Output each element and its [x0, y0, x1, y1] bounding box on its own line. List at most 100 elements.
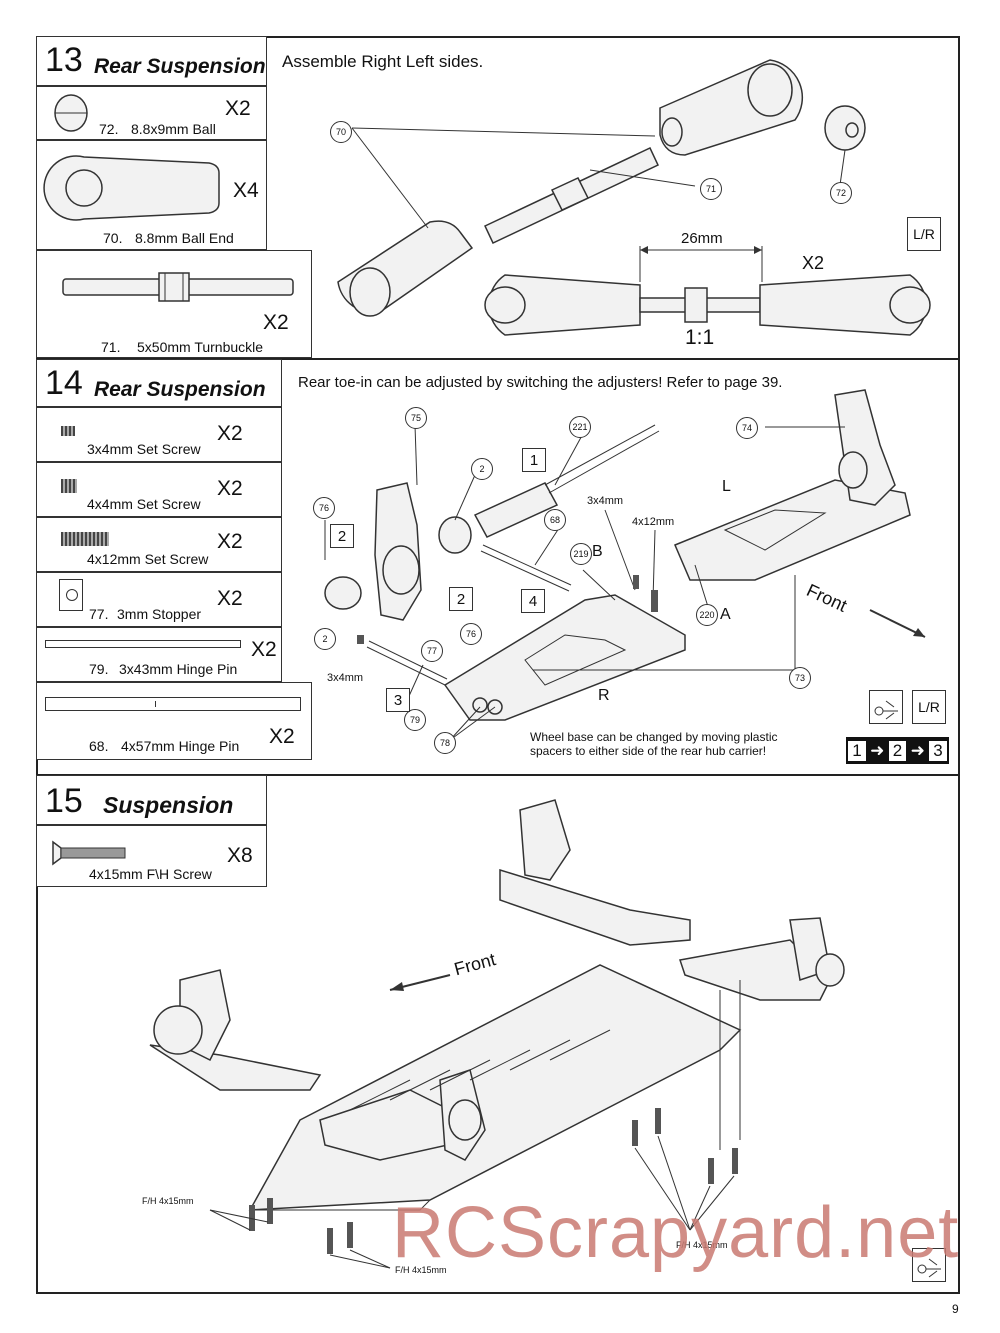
- page-number: 9: [952, 1302, 959, 1316]
- order-arrow-icon-1: ➜: [870, 740, 885, 760]
- part-turnbuckle-box: X2 71. 5x50mm Turnbuckle: [36, 250, 312, 358]
- callout-221: 221: [569, 416, 591, 438]
- divider-13-14: [36, 358, 960, 360]
- part-ballend-id: 70.: [103, 230, 123, 246]
- part-setscrew-3x4-name: 3x4mm Set Screw: [87, 441, 201, 457]
- part-hingepin-3x43-qty: X2: [251, 638, 277, 661]
- callout-72: 72: [830, 182, 852, 204]
- part-fh-screw-qty: X8: [227, 844, 253, 867]
- step15-title: Suspension: [103, 792, 234, 818]
- callout-76a: 76: [313, 497, 335, 519]
- step15-number: 15: [45, 782, 83, 820]
- lr-icon-13-text: L/R: [913, 226, 935, 242]
- part-stopper-qty: X2: [217, 587, 243, 610]
- part-setscrew-4x4-box: X2 4x4mm Set Screw: [36, 462, 282, 517]
- part-setscrew-4x12-qty: X2: [217, 530, 243, 553]
- callout-76b: 76: [460, 623, 482, 645]
- tool-icon-15: [912, 1248, 946, 1282]
- lr-icon-14: L/R: [912, 690, 946, 724]
- order-step-3: 3: [929, 740, 947, 761]
- watermark: RCScrapyard.net: [392, 1193, 960, 1273]
- turnbuckle-icon: [62, 272, 294, 302]
- screw-label-left: F/H 4x15mm: [142, 1196, 194, 1206]
- part-fh-screw-name: 4x15mm F\H Screw: [89, 866, 212, 882]
- wheelbase-note-line2: spacers to either side of the rear hub c…: [530, 744, 767, 758]
- step13-title: Rear Suspension: [94, 55, 266, 78]
- assembly-qty: X2: [802, 253, 825, 273]
- callout-75: 75: [405, 407, 427, 429]
- part-hingepin-4x57-name: 4x57mm Hinge Pin: [121, 738, 240, 754]
- seq-box-2a: 2: [330, 524, 354, 548]
- callout-70: 70: [330, 121, 352, 143]
- hex-driver-icon: [874, 700, 898, 720]
- label-r: R: [598, 687, 610, 704]
- screw-label-bottom: F/H 4x15mm: [395, 1265, 447, 1275]
- setscrew-3x4-icon: [61, 426, 75, 436]
- step14-exploded-drawing: [324, 389, 926, 741]
- seq-box-4: 4: [521, 589, 545, 613]
- part-fh-screw-box: X8 4x15mm F\H Screw: [36, 825, 267, 887]
- label-screw-4x12: 4x12mm: [632, 516, 675, 528]
- label-screw-3x4-top: 3x4mm: [587, 495, 624, 507]
- order-sequence: 1 ➜ 2 ➜ 3: [846, 737, 949, 764]
- part-turnbuckle-name: 5x50mm Turnbuckle: [137, 339, 264, 355]
- part-setscrew-4x4-qty: X2: [217, 477, 243, 500]
- setscrew-4x4-icon: [61, 479, 77, 493]
- part-ballend-qty: X4: [233, 179, 259, 202]
- part-ballend-box: X4 70. 8.8mm Ball End: [36, 140, 267, 250]
- seq-box-2b: 2: [449, 587, 473, 611]
- lr-icon-13: L/R: [907, 217, 941, 251]
- label-screw-3x4-left: 3x4mm: [327, 672, 364, 684]
- ball-end-icon: [43, 155, 220, 221]
- wheelbase-note-line1: Wheel base can be changed by moving plas…: [530, 730, 778, 744]
- seq-box-3: 3: [386, 688, 410, 712]
- part-ballend-name: 8.8mm Ball End: [135, 230, 234, 246]
- setscrew-4x12-icon: [61, 532, 109, 546]
- part-hingepin-4x57-id: 68.: [89, 738, 109, 754]
- part-turnbuckle-id: 71.: [101, 339, 121, 355]
- part-ball-id: 72.: [99, 121, 119, 137]
- step13-number: 13: [45, 41, 83, 79]
- part-setscrew-3x4-box: X2 3x4mm Set Screw: [36, 407, 282, 462]
- hingepin-3x43-icon: [45, 640, 241, 648]
- callout-77: 77: [421, 640, 443, 662]
- screw-label-right: F/H 4x15mm: [676, 1240, 728, 1250]
- label-a: A: [720, 606, 731, 623]
- seq-box-1: 1: [522, 448, 546, 472]
- part-ball-name: 8.8x9mm Ball: [131, 121, 216, 137]
- stopper-hole-icon: [66, 589, 78, 601]
- scale-label: 1:1: [685, 326, 715, 349]
- callout-79: 79: [404, 709, 426, 731]
- order-arrow-icon-2: ➜: [910, 740, 925, 760]
- callout-219: 219: [570, 543, 592, 565]
- callout-2b: 2: [314, 628, 336, 650]
- part-setscrew-4x12-box: X2 4x12mm Set Screw: [36, 517, 282, 572]
- callout-78: 78: [434, 732, 456, 754]
- callout-2a: 2: [471, 458, 493, 480]
- part-setscrew-4x12-name: 4x12mm Set Screw: [87, 551, 209, 567]
- step15-header: 15 Suspension: [36, 775, 267, 825]
- part-hingepin-4x57-qty: X2: [269, 725, 295, 748]
- part-setscrew-3x4-qty: X2: [217, 422, 243, 445]
- label-l: L: [722, 478, 731, 495]
- step13-header: 13 Rear Suspension: [36, 36, 267, 86]
- screwdriver-icon: [917, 1258, 941, 1278]
- step13-exploded-drawing: [337, 59, 931, 336]
- part-stopper-name: 3mm Stopper: [117, 606, 202, 622]
- part-hingepin-3x43-box: X2 79. 3x43mm Hinge Pin: [36, 627, 282, 682]
- hingepin-4x57-mid-icon: [155, 701, 156, 707]
- step14-title: Rear Suspension: [94, 378, 266, 401]
- part-stopper-id: 77.: [89, 606, 109, 622]
- lr-icon-14-text: L/R: [918, 699, 940, 715]
- callout-68: 68: [544, 509, 566, 531]
- tool-icon-14: [869, 690, 903, 724]
- ball-icon: [54, 94, 88, 132]
- part-ball-qty: X2: [225, 97, 251, 120]
- part-ball-box: X2 72. 8.8x9mm Ball: [36, 86, 267, 140]
- hingepin-4x57-icon: [45, 697, 301, 711]
- part-hingepin-3x43-name: 3x43mm Hinge Pin: [119, 661, 238, 677]
- step14-header: 14 Rear Suspension: [36, 359, 282, 407]
- step14-number: 14: [45, 364, 83, 402]
- dimension-26mm: 26mm: [681, 230, 723, 247]
- part-turnbuckle-qty: X2: [263, 311, 289, 334]
